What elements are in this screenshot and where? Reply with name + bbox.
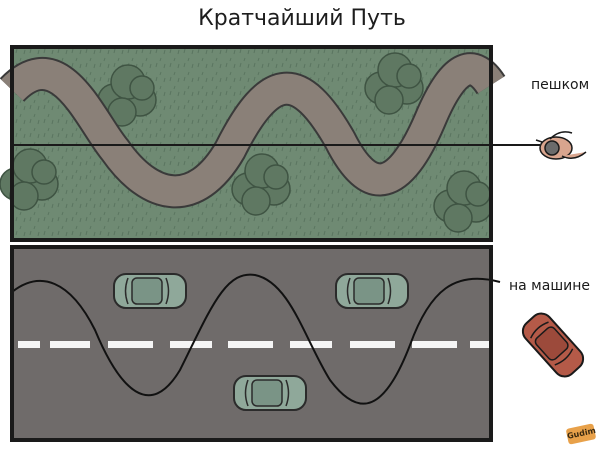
walking-label: пешком xyxy=(531,77,590,93)
driving-route xyxy=(11,273,501,405)
driving-label: на машине xyxy=(509,278,590,294)
pedestrian-figure xyxy=(535,131,587,160)
driving-car xyxy=(521,312,585,378)
page-title: Кратчайший Путь xyxy=(198,6,406,31)
lane-markings xyxy=(18,341,489,348)
road-panel xyxy=(10,245,501,442)
park-panel xyxy=(0,45,540,242)
